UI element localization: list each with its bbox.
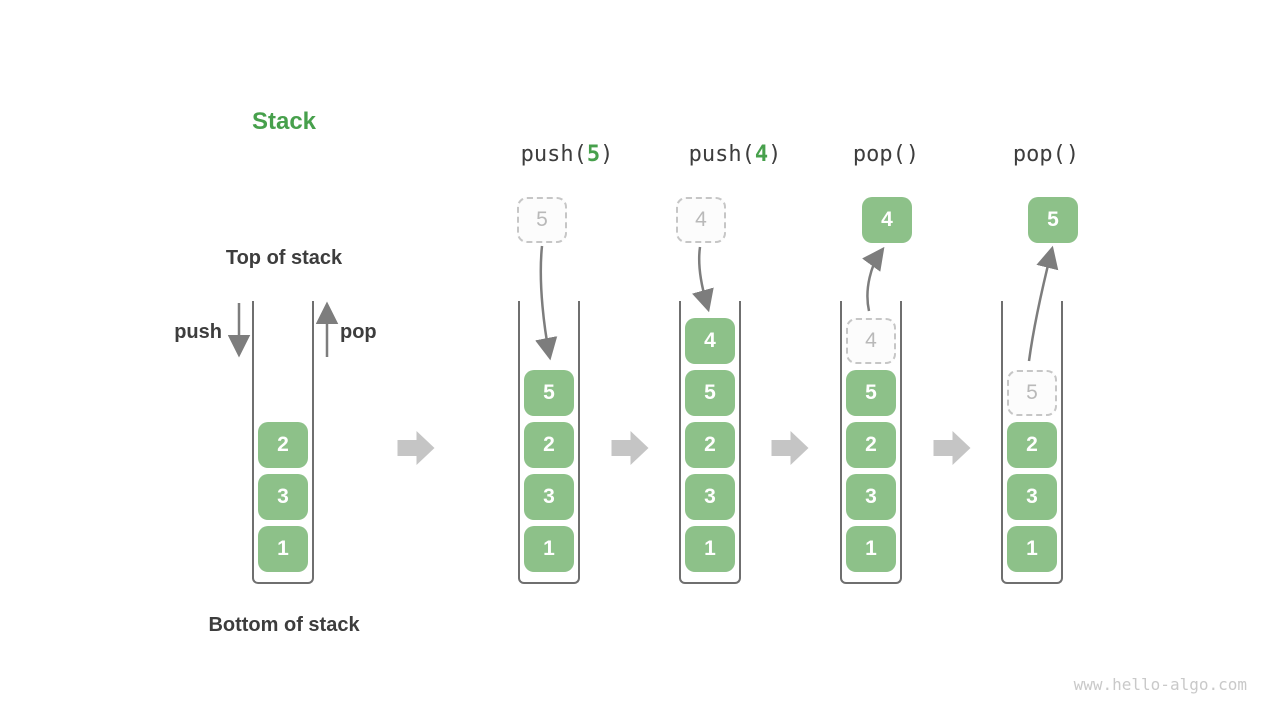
ghost-cell-5: 5 bbox=[1007, 370, 1057, 416]
stack-container-initial: 2 3 1 bbox=[252, 301, 314, 584]
push-label: push bbox=[174, 321, 222, 343]
pop-label: pop bbox=[340, 321, 377, 343]
incoming-value-box-4: 4 bbox=[676, 197, 726, 243]
stack-cell-1: 1 bbox=[846, 526, 896, 572]
stack-cell-4: 4 bbox=[685, 318, 735, 364]
operation-close-paren: ) bbox=[600, 142, 614, 167]
stack-container-after-push-5: 5 2 3 1 bbox=[518, 301, 580, 584]
operation-label-push-05-0: push(5) bbox=[521, 142, 614, 167]
step-transition-arrow-2 bbox=[611, 431, 649, 465]
stack-cell-1: 1 bbox=[524, 526, 574, 572]
operation-name: pop( bbox=[852, 142, 906, 167]
operation-label-pop-2-2: pop() bbox=[853, 142, 919, 167]
stack-cell-2: 2 bbox=[685, 422, 735, 468]
stack-cell-5: 5 bbox=[685, 370, 735, 416]
step-transition-arrow-3 bbox=[771, 431, 809, 465]
stack-container-after-push-4: 4 5 2 3 1 bbox=[679, 301, 741, 584]
stack-cell-5: 5 bbox=[524, 370, 574, 416]
operation-close-paren: ) bbox=[768, 142, 782, 167]
step-transition-arrow-1 bbox=[397, 431, 435, 465]
stack-cell-3: 3 bbox=[685, 474, 735, 520]
watermark: www.hello-algo.com bbox=[1073, 675, 1247, 694]
push-4-flow-arrow bbox=[692, 246, 714, 313]
top-of-stack-label: Top of stack bbox=[225, 247, 343, 269]
stack-cell-1: 1 bbox=[258, 526, 308, 572]
popped-value-box-5: 5 bbox=[1028, 197, 1078, 243]
operation-name: push( bbox=[688, 142, 755, 167]
incoming-value-box-5: 5 bbox=[517, 197, 567, 243]
stack-cell-2: 2 bbox=[1007, 422, 1057, 468]
stack-cell-1: 1 bbox=[1007, 526, 1057, 572]
stack-cell-1: 1 bbox=[685, 526, 735, 572]
operation-close-paren: ) bbox=[905, 142, 920, 167]
operation-close-paren: ) bbox=[1065, 142, 1080, 167]
stack-cell-2: 2 bbox=[524, 422, 574, 468]
operation-argument: 4 bbox=[754, 142, 769, 167]
operation-label-push-14-1: push(4) bbox=[689, 142, 782, 167]
operation-name: pop( bbox=[1012, 142, 1066, 167]
diagram-title: Stack bbox=[251, 108, 317, 135]
operation-name: push( bbox=[520, 142, 587, 167]
stack-cell-3: 3 bbox=[846, 474, 896, 520]
stack-container-after-pop-5: 5 2 3 1 bbox=[1001, 301, 1063, 584]
operation-label-pop-3-3: pop() bbox=[1013, 142, 1079, 167]
stack-cell-3: 3 bbox=[524, 474, 574, 520]
bottom-of-stack-label: Bottom of stack bbox=[208, 614, 360, 636]
stack-container-after-pop-4: 4 5 2 3 1 bbox=[840, 301, 902, 584]
ghost-cell-4: 4 bbox=[846, 318, 896, 364]
stack-cell-2: 2 bbox=[846, 422, 896, 468]
step-transition-arrow-4 bbox=[933, 431, 971, 465]
stack-cell-3: 3 bbox=[1007, 474, 1057, 520]
stack-cell-3: 3 bbox=[258, 474, 308, 520]
popped-value-box-4: 4 bbox=[862, 197, 912, 243]
stack-cell-5: 5 bbox=[846, 370, 896, 416]
stack-cell-2: 2 bbox=[258, 422, 308, 468]
operation-argument: 5 bbox=[586, 142, 601, 167]
